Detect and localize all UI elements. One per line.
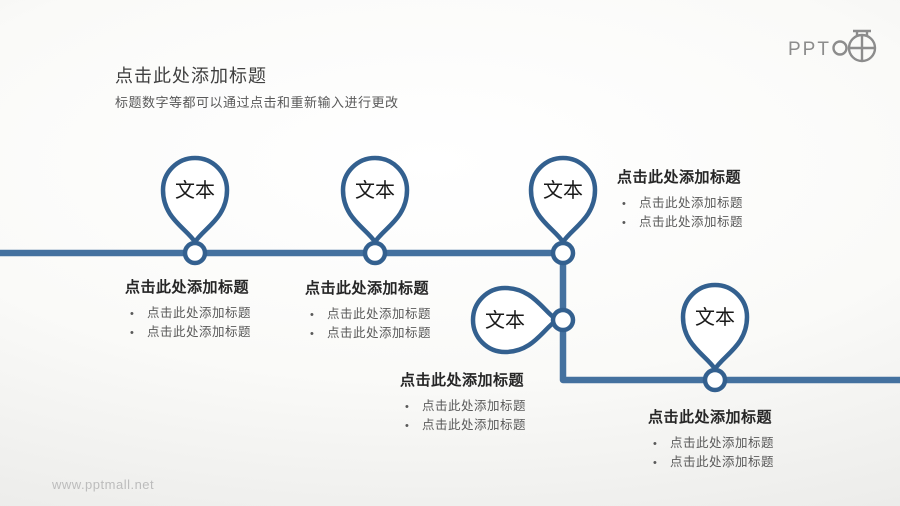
bullet-item: • 点击此处添加标题 — [130, 324, 251, 343]
timeline-node-1 — [182, 240, 208, 266]
map-pin-icon-1 — [160, 155, 230, 245]
pin-labels: 文本 文本 文本 文本 文本 — [175, 179, 735, 332]
milestone-bullets: • 点击此处添加标题 • 点击此处添加标题 — [648, 435, 774, 472]
bullet-dot: • — [310, 309, 315, 321]
timeline-node-5 — [702, 367, 728, 393]
map-pin-icon-5 — [680, 282, 750, 372]
timeline-node-2 — [362, 240, 388, 266]
milestone-title: 点击此处添加标题 — [648, 409, 773, 426]
bullet-item: • 点击此处添加标题 — [622, 195, 743, 214]
map-pin-icon-3 — [528, 155, 598, 245]
milestone-block-1: 点击此处添加标题 • 点击此处添加标题 • 点击此处添加标题 — [125, 279, 251, 342]
milestone-block-3: 点击此处添加标题 • 点击此处添加标题 • 点击此处添加标题 — [617, 169, 743, 232]
bullet-text: 点击此处添加标题 — [670, 436, 775, 450]
bullet-item: • 点击此处添加标题 — [653, 454, 774, 473]
bullet-dot: • — [130, 308, 135, 320]
milestone-title: 点击此处添加标题 — [400, 372, 525, 389]
bullet-text: 点击此处添加标题 — [639, 196, 744, 210]
bullet-item: • 点击此处添加标题 — [130, 305, 251, 324]
bullet-item: • 点击此处添加标题 — [310, 325, 431, 344]
bullet-dot: • — [310, 327, 315, 340]
bullet-dot: • — [405, 419, 410, 432]
bullet-dot: • — [405, 401, 410, 413]
pin-label-1: 文本 — [175, 179, 215, 202]
milestone-bullets: • 点击此处添加标题 • 点击此处添加标题 — [400, 398, 526, 435]
timeline-node-4 — [550, 307, 576, 333]
pin-label-3: 文本 — [543, 179, 583, 202]
logo-pocket-cross-icon — [849, 29, 875, 61]
bullet-item: • 点击此处添加标题 — [310, 306, 431, 325]
bullet-text: 点击此处添加标题 — [422, 417, 527, 432]
bullet-dot: • — [622, 216, 627, 229]
timeline-node-3 — [550, 240, 576, 266]
milestone-title: 点击此处添加标题 — [305, 280, 430, 297]
ppt-pocket-logo: PPT — [788, 29, 877, 63]
milestone-block-2: 点击此处添加标题 • 点击此处添加标题 • 点击此处添加标题 — [305, 280, 431, 343]
watermark-url: www.pptmall.net — [52, 477, 155, 492]
milestone-bullets: • 点击此处添加标题 • 点击此处添加标题 — [305, 306, 431, 343]
milestone-block-4: 点击此处添加标题 • 点击此处添加标题 • 点击此处添加标题 — [400, 372, 526, 435]
bullet-item: • 点击此处添加标题 — [622, 214, 743, 233]
map-pin-icon-2 — [340, 155, 410, 245]
pin-label-2: 文本 — [355, 179, 395, 202]
milestone-title: 点击此处添加标题 — [617, 169, 742, 186]
pin-label-5: 文本 — [695, 306, 735, 329]
bullet-dot: • — [622, 198, 627, 210]
bullet-text: 点击此处添加标题 — [670, 454, 775, 469]
map-pin-icon-4-sideways — [470, 285, 560, 355]
pin-label-4: 文本 — [485, 309, 525, 332]
milestone-bullets: • 点击此处添加标题 • 点击此处添加标题 — [125, 305, 251, 342]
pin-markers — [160, 155, 750, 372]
timeline-nodes — [182, 240, 728, 393]
bullet-text: 点击此处添加标题 — [639, 214, 744, 229]
page-subtitle: 标题数字等都可以通过点击和重新输入进行更改 — [115, 95, 399, 110]
logo-small-circle-icon — [832, 40, 848, 56]
bullet-text: 点击此处添加标题 — [422, 399, 527, 413]
bullet-text: 点击此处添加标题 — [327, 307, 432, 321]
bullet-dot: • — [653, 456, 658, 469]
page-title: 点击此处添加标题 — [115, 66, 267, 86]
bullet-item: • 点击此处添加标题 — [653, 435, 774, 454]
bullet-item: • 点击此处添加标题 — [405, 417, 526, 436]
bullet-item: • 点击此处添加标题 — [405, 398, 526, 417]
bullet-text: 点击此处添加标题 — [147, 324, 252, 339]
bullet-dot: • — [653, 438, 658, 450]
milestone-block-5: 点击此处添加标题 • 点击此处添加标题 • 点击此处添加标题 — [648, 409, 774, 472]
bullet-text: 点击此处添加标题 — [327, 325, 432, 340]
bullet-dot: • — [130, 326, 135, 339]
bullet-text: 点击此处添加标题 — [147, 306, 252, 320]
milestone-bullets: • 点击此处添加标题 • 点击此处添加标题 — [617, 195, 743, 232]
logo-text: PPT — [788, 39, 831, 60]
milestone-title: 点击此处添加标题 — [125, 279, 250, 296]
